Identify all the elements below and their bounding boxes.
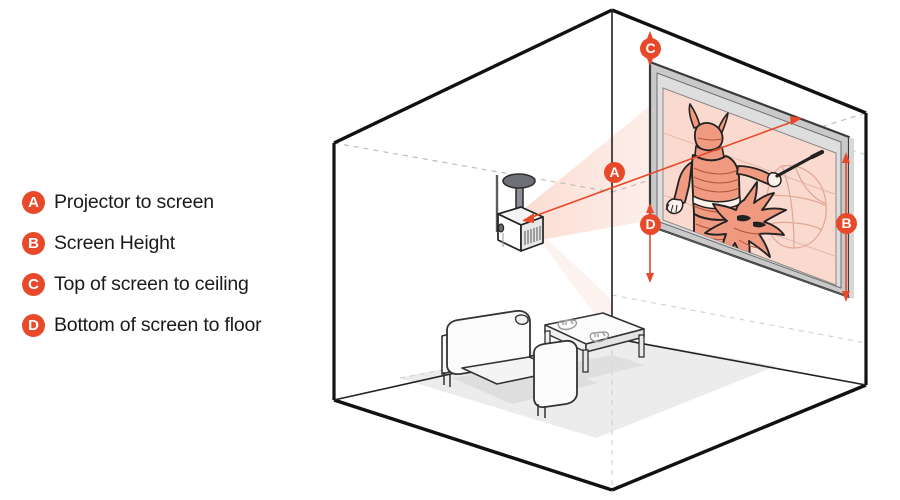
sofa-leg xyxy=(443,372,451,387)
marker-b: B xyxy=(836,213,857,234)
room-edge-right-back xyxy=(611,8,867,115)
projection-beam xyxy=(519,95,663,240)
left-wall xyxy=(334,10,612,400)
legend-badge-a: A xyxy=(22,191,45,214)
screen-shadow-bottom xyxy=(650,226,854,299)
legend-label-a: Projector to screen xyxy=(54,191,214,213)
ceiling-guide-left xyxy=(333,142,613,193)
projector-vents xyxy=(524,226,541,245)
sofa-leg xyxy=(537,404,546,418)
legend-label-b: Screen Height xyxy=(54,232,175,254)
legend-badge-b: B xyxy=(22,232,45,255)
room-edge-left-back xyxy=(333,8,613,145)
sofa-arm-right xyxy=(533,339,578,409)
floor-guide-screen-base xyxy=(611,294,867,344)
floor-edge-left xyxy=(333,398,613,492)
projector-body-right xyxy=(520,216,544,252)
legend: A Projector to screen B Screen Height C … xyxy=(22,182,322,346)
coffee-table-leg xyxy=(638,334,645,358)
legend-label-c: Top of screen to ceiling xyxy=(54,273,249,295)
measure-arrowhead-a-end xyxy=(790,116,802,125)
legend-badge-c: C xyxy=(22,273,45,296)
legend-item-a: A Projector to screen xyxy=(22,182,322,223)
legend-item-b: B Screen Height xyxy=(22,223,322,264)
legend-badge-d: D xyxy=(22,314,45,337)
game-controller xyxy=(589,331,610,343)
measure-arrowhead-a-start xyxy=(522,213,534,223)
measure-arrowhead-b-top xyxy=(842,152,850,163)
measure-arrowhead-b-bottom xyxy=(842,291,850,302)
projector-ceiling-plate xyxy=(502,173,536,189)
coffee-table-leg xyxy=(582,349,589,373)
legend-label-d: Bottom of screen to floor xyxy=(54,314,262,336)
floor-edge-right xyxy=(611,383,867,492)
sofa-pillow xyxy=(514,314,529,325)
sofa-backrest xyxy=(446,309,531,376)
marker-c: C xyxy=(640,38,661,59)
wall-floor-joint-right xyxy=(611,337,867,386)
legend-item-d: D Bottom of screen to floor xyxy=(22,305,322,346)
marker-d: D xyxy=(640,214,661,235)
measure-arrowhead-d-bottom xyxy=(646,273,654,283)
measure-line-a xyxy=(523,118,801,221)
ceiling-mounted-projector xyxy=(495,173,544,252)
measure-arrowhead-d-top xyxy=(646,203,654,213)
marker-a: A xyxy=(604,162,625,183)
legend-item-c: C Top of screen to ceiling xyxy=(22,264,322,305)
furniture-group xyxy=(441,309,645,418)
projector-lens xyxy=(497,223,505,233)
game-controller xyxy=(557,319,578,331)
